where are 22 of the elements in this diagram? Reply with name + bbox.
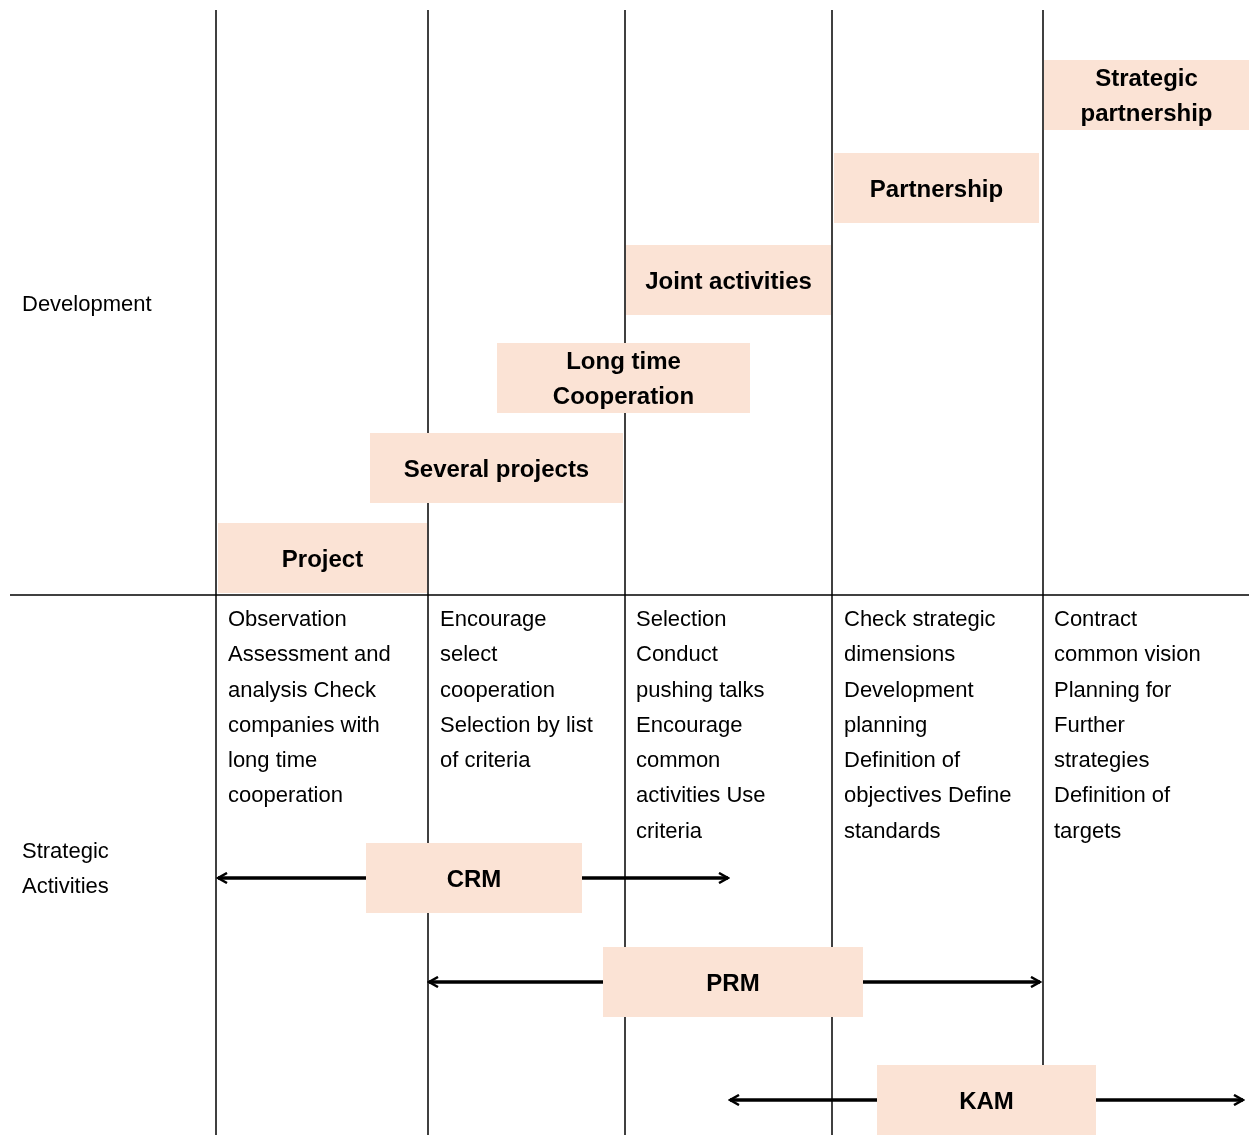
arrow bbox=[863, 975, 1042, 989]
program-box: PRM bbox=[603, 947, 863, 1017]
activity-text: Contract common vision Planning for Further strategies Definition of targets bbox=[1054, 605, 1202, 845]
stage-box: Strategic partnership bbox=[1044, 60, 1249, 130]
activity-text: Selection Conduct pushing talks Encourage common activities Use criteria bbox=[636, 605, 767, 845]
arrow bbox=[1096, 1093, 1245, 1107]
arrow bbox=[427, 975, 603, 989]
activity-text: Check strategic dimensions Development planning Definition of objectives Define standards bbox=[844, 605, 1013, 845]
arrow bbox=[216, 871, 366, 885]
row-label: Development bbox=[22, 290, 153, 318]
arrow bbox=[582, 871, 730, 885]
row-label: Strategic Activities bbox=[22, 837, 110, 901]
stage-box: Project bbox=[218, 523, 427, 593]
activity-text: Encourage select cooperation Selection by list of criteria bbox=[440, 605, 594, 775]
arrow bbox=[728, 1093, 877, 1107]
stage-box: Long time Cooperation bbox=[497, 343, 750, 413]
program-box: CRM bbox=[366, 843, 582, 913]
activity-text: Observation Assessment and analysis Check companies with long time cooperation bbox=[228, 605, 392, 810]
stage-box: Joint activities bbox=[626, 245, 831, 315]
stage-box: Partnership bbox=[834, 153, 1039, 223]
stage-box: Several projects bbox=[370, 433, 623, 503]
program-box: KAM bbox=[877, 1065, 1096, 1135]
